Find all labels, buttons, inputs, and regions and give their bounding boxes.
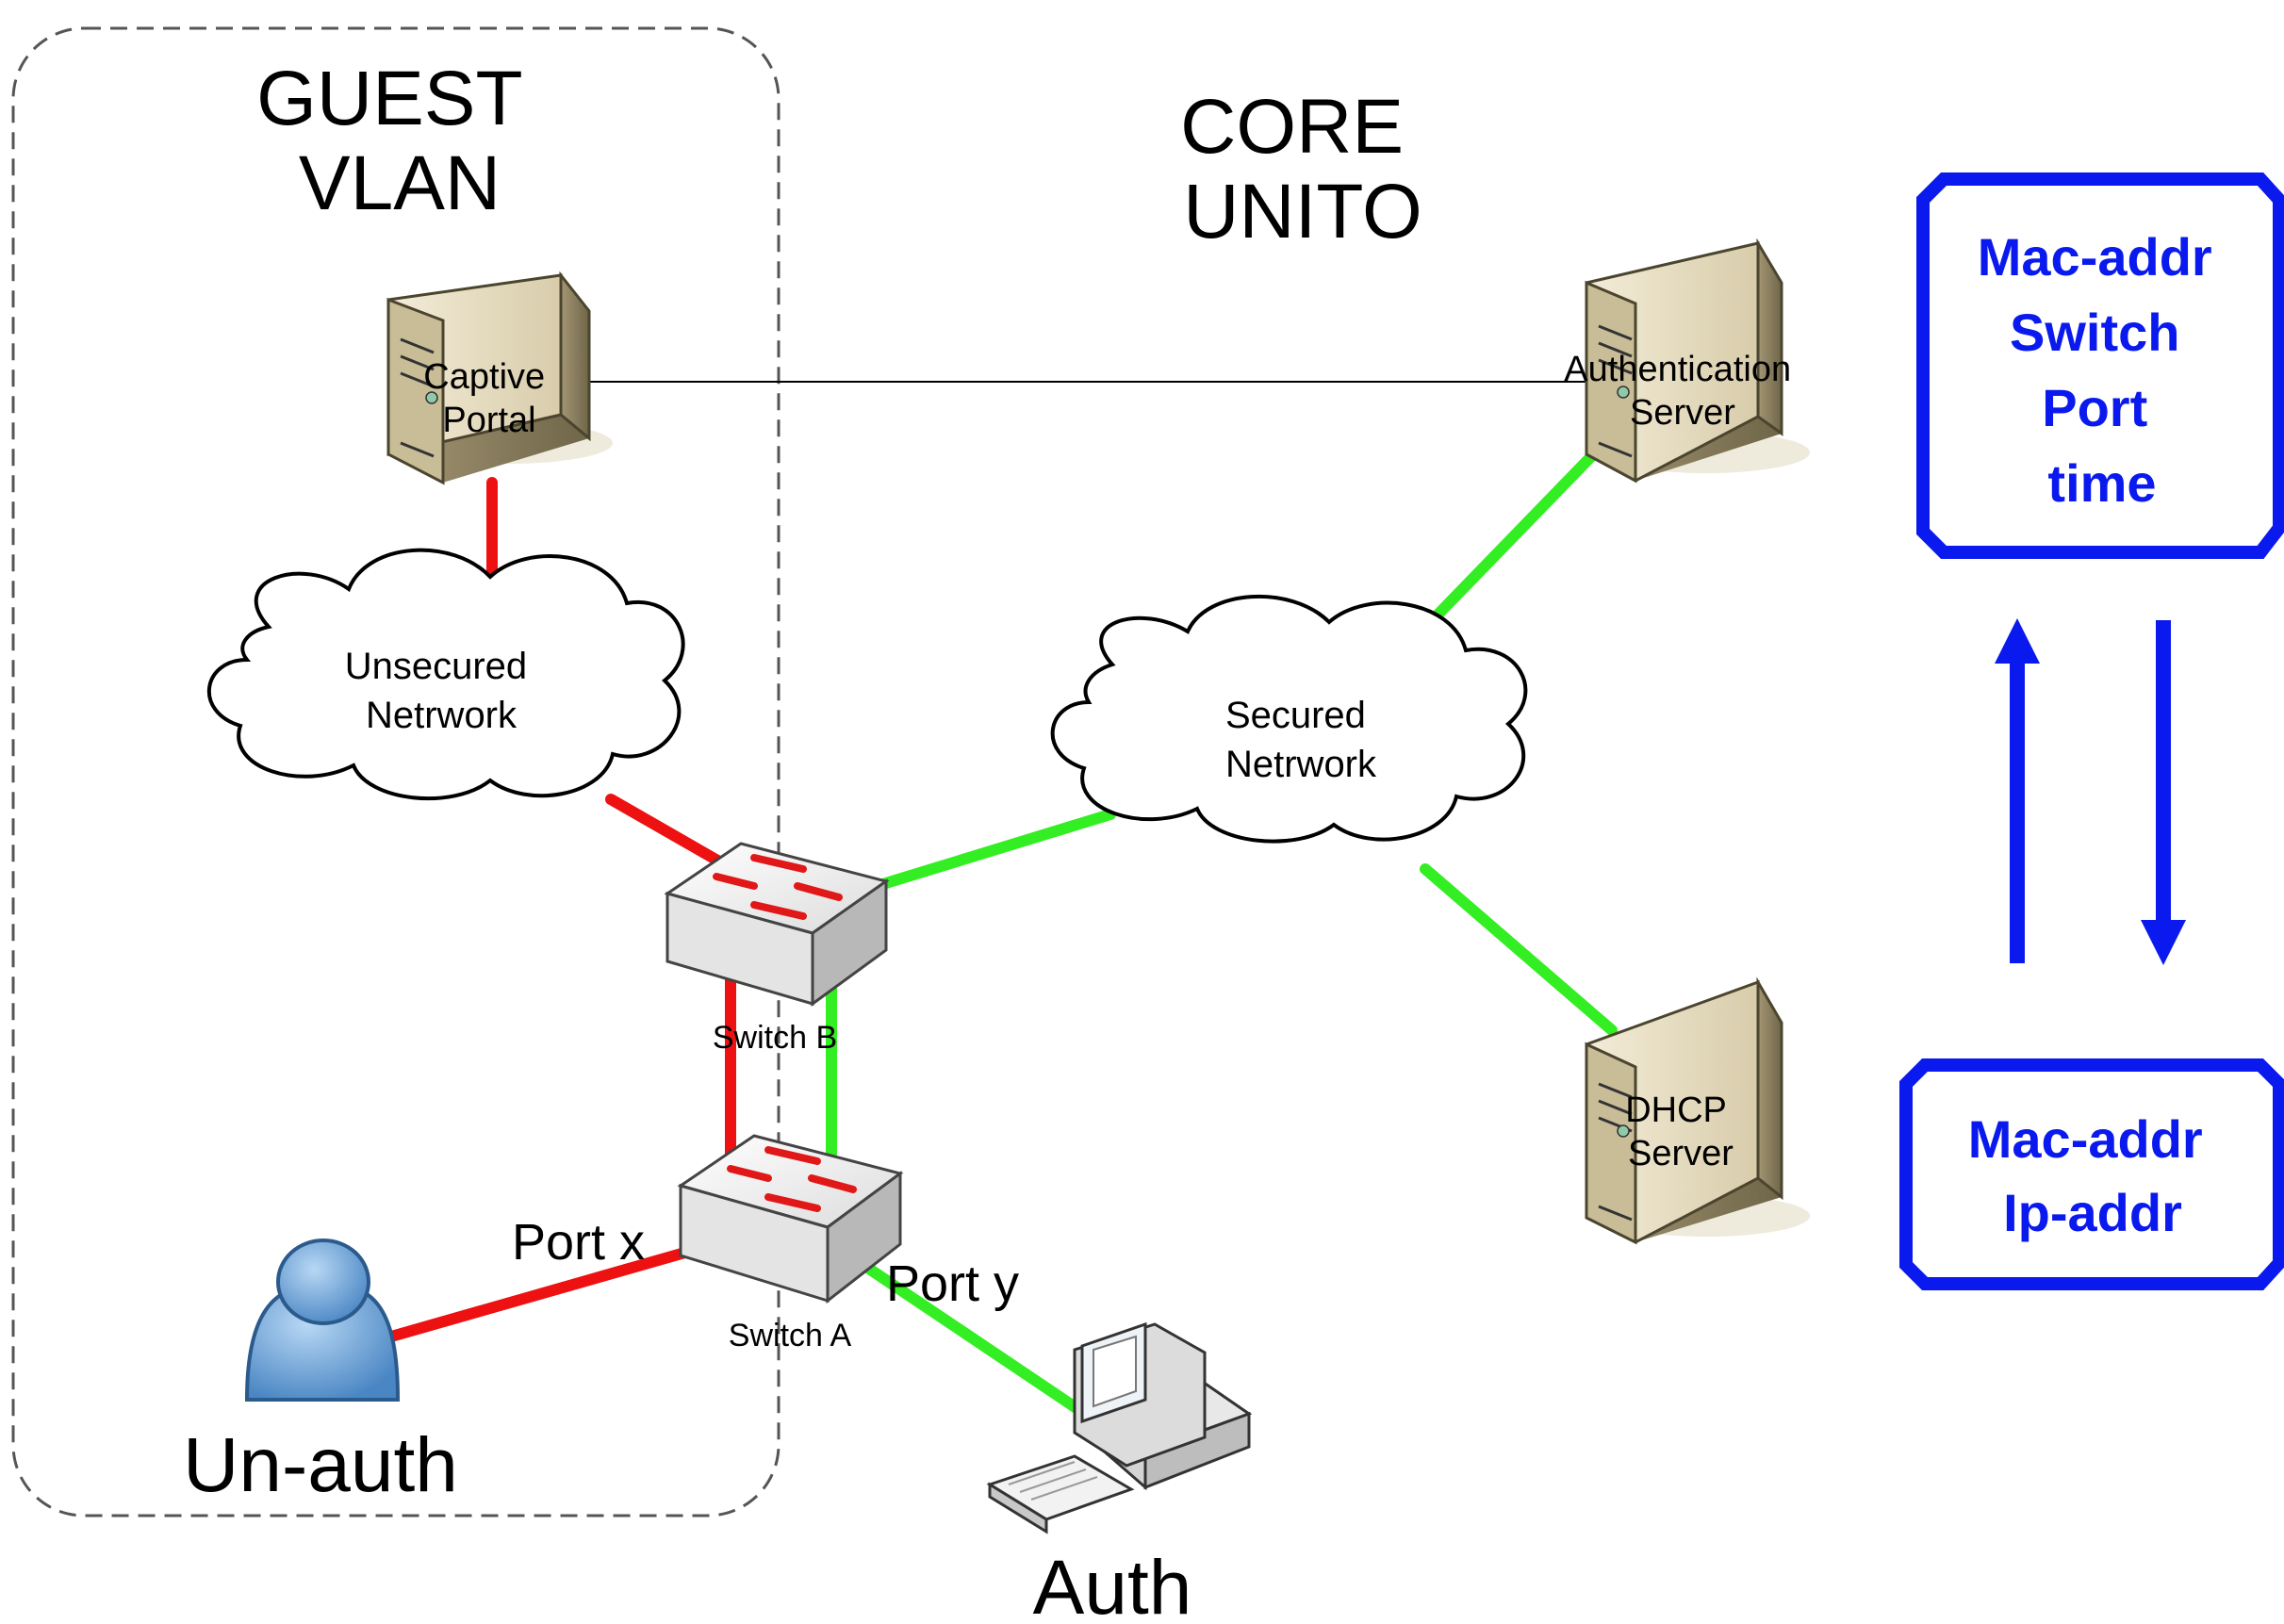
secured-dhcp-link xyxy=(1420,863,1618,1036)
guest-zone-title: GUEST VLAN xyxy=(256,56,543,226)
cloud-icon xyxy=(1050,594,1528,844)
switch-b: Switch B xyxy=(664,842,890,1056)
unsecured-network-cloud: Unsecured Netrwork xyxy=(206,548,685,801)
server-icon xyxy=(386,271,613,485)
server-icon xyxy=(1585,238,1810,484)
svg-text:Mac-addr Switch Po: Mac-addr Switch Port time xyxy=(1978,227,2227,513)
computer-icon xyxy=(986,1321,1253,1534)
user-switcha-link xyxy=(386,1246,694,1342)
auth-pc: Auth xyxy=(986,1321,1253,1624)
guest-vlan-boundary xyxy=(11,26,781,1517)
switch-icon xyxy=(677,1134,904,1304)
switch-table-box: Mac-addr Switch Port time xyxy=(1916,172,2284,559)
svg-text:Mac-addr Ip-addr: Mac-addr Ip-addr xyxy=(1968,1109,2218,1242)
dhcp-table-box: Mac-addr Ip-addr xyxy=(1899,1058,2284,1290)
svg-text:Auth: Auth xyxy=(1033,1545,1192,1619)
dhcp-server: DHCP Server xyxy=(1585,976,1810,1245)
cloud-icon xyxy=(206,548,685,801)
unsecured-switchb-link xyxy=(605,794,731,871)
port-x-label: Port x xyxy=(512,1214,645,1271)
secured-network-cloud: Secured Netrwork xyxy=(1050,594,1528,844)
user-icon xyxy=(244,1239,401,1402)
svg-text:Switch B: Switch B xyxy=(713,1020,837,1056)
switch-a: Switch A xyxy=(677,1134,904,1353)
switchb-secured-link xyxy=(871,809,1116,892)
svg-text:Authentication Server: Authentication Server xyxy=(1564,350,1800,433)
secured-auth-link xyxy=(1414,439,1608,639)
svg-text:Captive Portal: Captive Portal xyxy=(423,357,554,440)
svg-text:Unsecured Netrwork: Unsecured Netrwork xyxy=(345,646,538,736)
port-y-label: Port y xyxy=(886,1255,1019,1312)
unauth-user: Un-auth xyxy=(183,1239,458,1508)
svg-text:Switch A: Switch A xyxy=(729,1318,852,1353)
core-zone-title: CORE UNITO xyxy=(1180,84,1425,254)
server-icon xyxy=(1585,976,1810,1245)
captive-portal-server: Captive Portal xyxy=(386,271,613,485)
svg-text:Un-auth: Un-auth xyxy=(183,1422,458,1508)
switcha-pc-link xyxy=(852,1255,1082,1414)
svg-text:DHCP Server: DHCP Server xyxy=(1625,1091,1736,1173)
svg-text:Secured Netrwork: Secured Netrwork xyxy=(1225,695,1377,785)
switch-icon xyxy=(664,842,890,1007)
authentication-server: Authentication Server xyxy=(1564,238,1810,484)
